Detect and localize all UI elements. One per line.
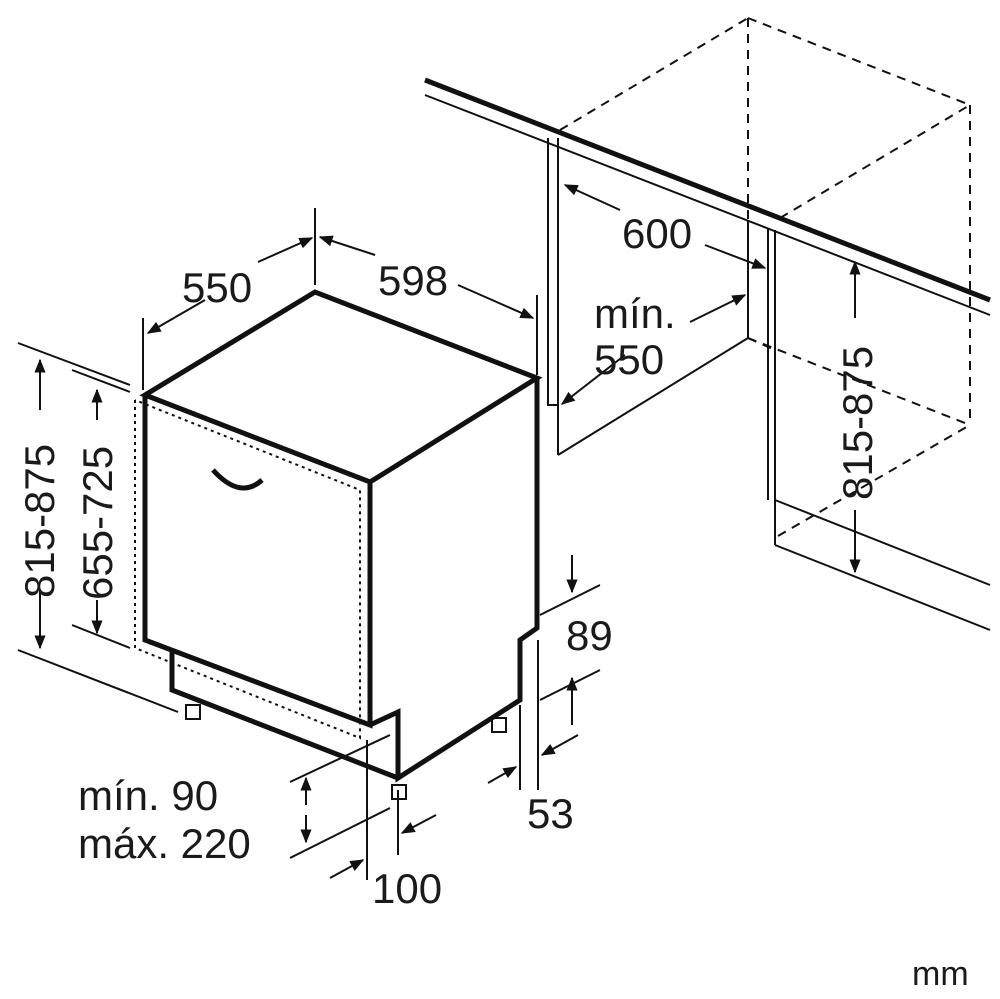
unit-label: mm <box>912 955 969 993</box>
foot-offset-label: 53 <box>527 790 574 837</box>
width-label: 598 <box>378 257 448 304</box>
dishwasher-body <box>139 289 543 783</box>
niche-depth-label: 600 <box>622 210 692 257</box>
front-offset-label: 100 <box>372 865 442 912</box>
plinth-recess-label: 89 <box>566 612 613 659</box>
door-height-dimension <box>71 369 131 649</box>
niche-width-min-value: 550 <box>594 336 664 383</box>
foot-offset-dimension <box>487 640 579 790</box>
plinth-recess-dimension <box>539 555 601 725</box>
width-dimension <box>318 235 538 375</box>
plinth-max-label: máx. 220 <box>78 820 251 867</box>
countertop <box>424 77 991 316</box>
plinth-min-label: mín. 90 <box>78 772 218 819</box>
door-height-label: 655-725 <box>74 446 121 600</box>
niche-height-label: 815-875 <box>834 346 881 500</box>
niche-depth-dimension <box>563 184 767 269</box>
front-offset-dimension <box>329 740 437 880</box>
depth-label: 550 <box>182 264 252 311</box>
depth-dimension <box>142 208 316 390</box>
niche-cabinet-left <box>547 138 749 456</box>
niche-dashed-volume <box>559 17 971 537</box>
feet <box>185 704 507 800</box>
door-handle <box>211 468 264 491</box>
niche-width-dimension <box>560 294 747 405</box>
total-height-dimension <box>17 342 179 713</box>
plinth-height-dimension <box>289 734 391 859</box>
niche-cabinet-right <box>767 228 991 631</box>
door-outline-dotted <box>134 399 361 740</box>
niche-width-min-label: mín. <box>594 290 676 337</box>
total-height-label: 815-875 <box>16 444 63 598</box>
